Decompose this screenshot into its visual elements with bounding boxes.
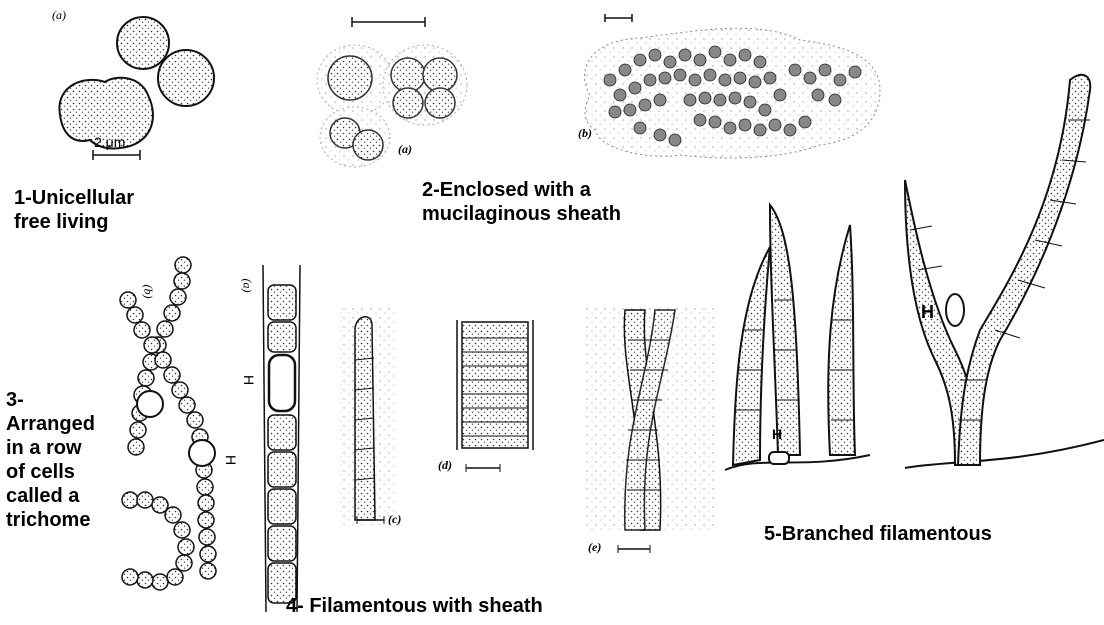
heterocyst-label-1: H (223, 455, 239, 465)
panel-label-4e: (e) (588, 540, 601, 555)
sheathed-colony-b (584, 14, 880, 158)
branched-filament-left (725, 205, 870, 470)
panel-label-2b: (b) (578, 126, 592, 141)
filament-d (457, 320, 533, 472)
panel-label-4d: (d) (438, 458, 452, 473)
sheathed-colony-a (317, 17, 467, 167)
caption-mucilaginous-sheath: 2-Enclosed with a mucilaginous sheath (422, 178, 621, 226)
filament-e (585, 305, 715, 553)
heterocyst-label-3: H (772, 426, 782, 442)
trichome-beaded-b (120, 257, 216, 590)
panel-label-3a: (a) (240, 279, 255, 293)
panel-label-1a: (a) (52, 8, 66, 23)
scale-bar-label: 2 μm (94, 134, 125, 150)
heterocyst-label-4: H (921, 302, 934, 323)
panel-label-4c: (c) (388, 512, 401, 527)
unicellular-figure (59, 17, 214, 160)
heterocyst-label-2: H (241, 375, 257, 385)
caption-trichome: 3- Arranged in a row of cells called a t… (6, 388, 95, 532)
trichome-straight-a (263, 265, 300, 612)
caption-unicellular: 1-Unicellular free living (14, 186, 134, 234)
caption-branched-filamentous: 5-Branched filamentous (764, 522, 992, 546)
heterocyst-b (137, 391, 215, 466)
filament-c (340, 305, 395, 525)
caption-filamentous-sheath: 4- Filamentous with sheath (286, 594, 543, 618)
panel-label-2a: (a) (398, 142, 412, 157)
panel-label-3b: (b) (141, 285, 156, 299)
branched-filament-right (905, 75, 1104, 468)
